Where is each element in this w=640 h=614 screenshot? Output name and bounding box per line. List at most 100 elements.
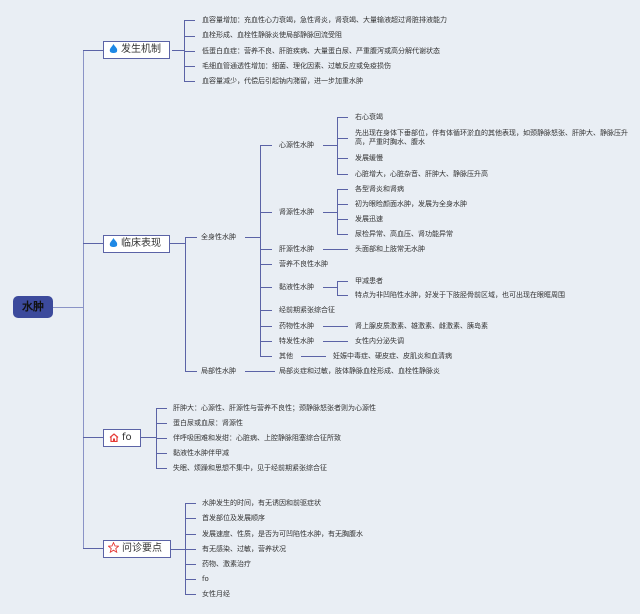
topic-mechanism[interactable]: 发生机制	[103, 41, 170, 59]
connector	[53, 307, 83, 308]
connector-line	[184, 51, 195, 52]
connector-line	[156, 408, 167, 409]
connector-line	[337, 189, 348, 190]
topic-label: 临床表现	[121, 238, 161, 249]
connector	[172, 50, 184, 51]
subtopic-myxedema[interactable]: 黏液性水肿	[279, 283, 314, 291]
list-item: 各型肾炎和肾病	[355, 185, 404, 193]
list-item: 女性月经	[202, 590, 230, 598]
topic-label: fo	[122, 432, 132, 443]
connector-line	[260, 145, 272, 146]
connector-line	[323, 249, 348, 250]
subtopic-other[interactable]: 其他	[279, 352, 293, 360]
connector-line	[185, 534, 196, 535]
list-item: 妊娠中毒症、硬皮症、皮肌炎和血清病	[333, 352, 452, 360]
list-item: 先出现在身体下垂部位，伴有体循环淤血的其他表现，如颈静脉怒张、肝肿大、静脉压升高…	[355, 129, 628, 146]
subtopic-drug-edema[interactable]: 药物性水肿	[279, 322, 314, 330]
list-item: 血容量减少，代偿后引起钠内潴留，进一步加重水肿	[202, 77, 363, 85]
connector-line	[337, 204, 348, 205]
list-item: 心脏增大，心脏杂音、肝肿大、静脉压升高	[355, 170, 488, 178]
topic-clinical[interactable]: 临床表现	[103, 235, 170, 253]
flame-icon	[109, 238, 118, 254]
list-item: 首发部位及发展顺序	[202, 514, 265, 522]
connector-line	[185, 549, 196, 550]
connector-line	[260, 341, 272, 342]
list-item: 右心衰竭	[355, 113, 383, 121]
list-item: 血栓形成、血栓性静脉炎使局部静脉回流受阻	[202, 31, 342, 39]
connector-line	[323, 145, 337, 146]
subtopic-hepatic-edema[interactable]: 肝源性水肿	[279, 245, 314, 253]
connector	[83, 50, 103, 51]
connector-line	[337, 138, 348, 139]
connector-line	[337, 234, 348, 235]
list-item: 发展速度、性质，是否为可凹陷性水肿，有无胸腹水	[202, 530, 363, 538]
connector-line	[337, 281, 338, 296]
list-item: 发展缓慢	[355, 154, 383, 162]
list-item: 初为眼睑颜面水肿，发展为全身水肿	[355, 200, 467, 208]
list-item: 低蛋白血症：营养不良、肝脏疾病、大量蛋白尿、严重腹泻或高分解代谢状态	[202, 47, 440, 55]
connector-line	[185, 371, 197, 372]
connector-line	[337, 295, 348, 296]
list-item: 女性内分泌失调	[355, 337, 404, 345]
subtopic-renal-edema[interactable]: 肾源性水肿	[279, 208, 314, 216]
connector-line	[337, 117, 338, 174]
connector-line	[323, 287, 337, 288]
branch-line	[185, 237, 186, 372]
connector-line	[245, 371, 275, 372]
subtopic-cardiac-edema[interactable]: 心源性水肿	[279, 141, 314, 149]
root-node[interactable]: 水肿	[13, 296, 53, 318]
connector-line	[156, 453, 167, 454]
connector-line	[184, 81, 195, 82]
connector-line	[156, 423, 167, 424]
subtopic-premenstrual[interactable]: 经前期紧张综合征	[279, 306, 335, 314]
connector-line	[184, 20, 195, 21]
connector-line	[323, 326, 348, 327]
list-item: 尿检异常、高血压、肾功能异常	[355, 230, 453, 238]
connector-line	[337, 158, 348, 159]
list-item: 血容量增加：充血性心力衰竭，急性肾炎，肾衰竭、大量输液超过肾脏排液能力	[202, 16, 447, 24]
connector-line	[260, 287, 272, 288]
subtopic-general-edema[interactable]: 全身性水肿	[201, 233, 236, 241]
connector	[83, 243, 103, 244]
connector-line	[337, 281, 348, 282]
connector-line	[185, 237, 197, 238]
connector	[83, 437, 103, 438]
connector-line	[156, 468, 167, 469]
list-item: 失眠、烦躁和思想不集中，见于经前期紧张综合征	[173, 464, 327, 472]
list-item: 药物、激素治疗	[202, 560, 251, 568]
connector-line	[260, 212, 272, 213]
connector-line	[323, 212, 337, 213]
list-item: 肝肿大：心源性、肝源性与营养不良性；颈静脉怒张者则为心源性	[173, 404, 376, 412]
connector-line	[260, 310, 272, 311]
connector-line	[170, 549, 185, 550]
list-item: 蛋白尿或血尿：肾源性	[173, 419, 243, 427]
connector-line	[185, 579, 196, 580]
subtopic-local-edema[interactable]: 局部性水肿	[201, 367, 236, 375]
subtopic-idiopathic-edema[interactable]: 特发性水肿	[279, 337, 314, 345]
connector-line	[170, 243, 185, 244]
connector-line	[260, 249, 272, 250]
connector-line	[156, 438, 167, 439]
connector-line	[323, 341, 348, 342]
connector	[83, 548, 103, 549]
list-item: 头面部和上肢常无水肿	[355, 245, 425, 253]
connector-line	[260, 326, 272, 327]
list-item: 特点为非凹陷性水肿，好发于下肢胫骨前区域，也可出现在眼眶周围	[355, 291, 565, 299]
flame-icon	[109, 44, 118, 60]
topic-fo[interactable]: fo	[103, 429, 141, 447]
connector-line	[245, 237, 260, 238]
connector-line	[337, 189, 338, 235]
list-item: 水肿发生的时间，有无诱因和前驱症状	[202, 499, 321, 507]
connector-line	[185, 518, 196, 519]
connector-line	[337, 117, 348, 118]
list-item: 局部炎症和过敏，肢体静脉血栓形成、血栓性静脉炎	[279, 367, 440, 375]
connector-line	[337, 174, 348, 175]
connector-line	[185, 503, 196, 504]
connector-line	[184, 66, 195, 67]
topic-inquiry[interactable]: 问诊要点	[103, 540, 171, 558]
list-item: 有无感染、过敏，营养状况	[202, 545, 286, 553]
subtopic-malnutrition-edema[interactable]: 营养不良性水肿	[279, 260, 328, 268]
list-item: 伴呼吸困难和发绀：心脏病、上腔静脉阻塞综合征所致	[173, 434, 341, 442]
topic-label: 问诊要点	[122, 543, 162, 554]
connector-line	[185, 564, 196, 565]
